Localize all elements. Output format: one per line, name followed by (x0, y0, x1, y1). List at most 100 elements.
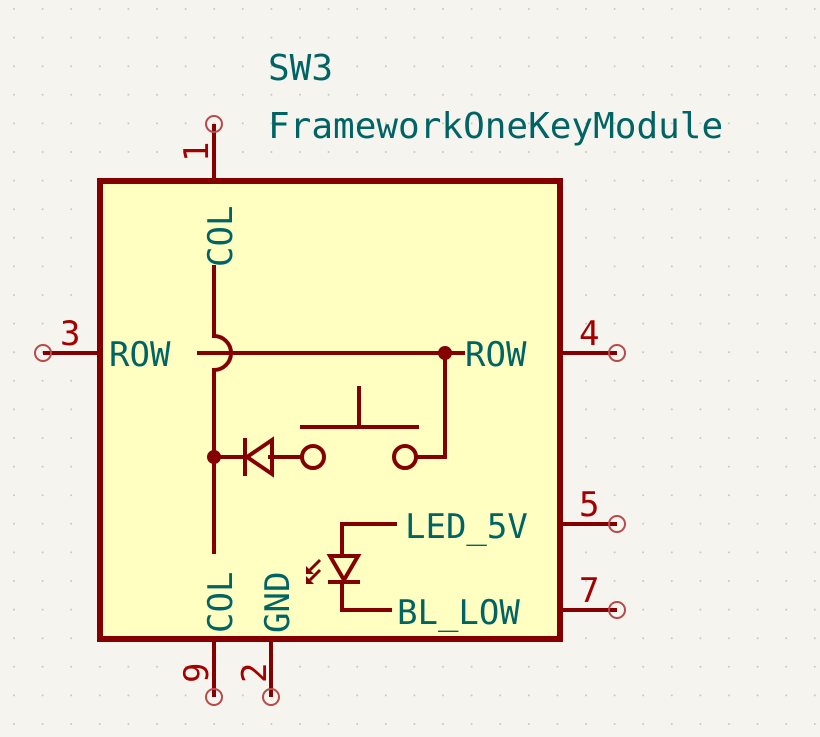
grid-dot (813, 580, 816, 582)
pin-5[interactable]: 5 LED_5V (405, 485, 626, 547)
grid-dot (70, 151, 73, 153)
grid-dot (670, 151, 673, 153)
grid-dot (241, 723, 244, 725)
grid-dot (728, 122, 730, 125)
grid-dot (499, 694, 502, 697)
grid-dot (756, 351, 759, 354)
grid-dot (642, 580, 645, 582)
grid-dot (585, 208, 587, 211)
grid-dot (813, 408, 816, 411)
grid-dot (413, 122, 416, 125)
pin-2-name: GND (258, 572, 298, 633)
grid-dot (13, 551, 15, 554)
pin-3-endpoint[interactable] (34, 344, 52, 362)
grid-dot (756, 694, 759, 697)
component-body[interactable] (97, 178, 563, 642)
pin-1[interactable]: 1 COL (177, 115, 241, 267)
grid-dot (699, 351, 702, 354)
grid-dot (413, 65, 416, 68)
grid-dot (728, 437, 730, 439)
grid-dot (70, 122, 73, 125)
grid-dot (413, 723, 416, 725)
grid-dot (527, 65, 530, 68)
grid-dot (642, 151, 645, 153)
grid-dot (699, 322, 702, 325)
grid-dot (785, 122, 788, 125)
pin-4-endpoint[interactable] (608, 344, 626, 362)
grid-dot (699, 179, 702, 182)
grid-dot (642, 8, 645, 10)
grid-dot (13, 694, 15, 697)
grid-dot (785, 608, 788, 611)
grid-dot (585, 265, 587, 268)
grid-dot (98, 665, 101, 668)
grid-dot (184, 151, 187, 153)
pin-5-endpoint[interactable] (608, 515, 626, 533)
grid-dot (41, 522, 44, 525)
pin-2-endpoint[interactable] (262, 688, 280, 706)
grid-dot (442, 122, 444, 125)
grid-dot (699, 93, 702, 96)
grid-dot (670, 179, 673, 182)
grid-dot (813, 379, 816, 382)
grid-dot (613, 437, 616, 439)
grid-dot (728, 551, 730, 554)
grid-dot (327, 723, 330, 725)
pin-5-name: LED_5V (405, 507, 528, 547)
component-reference[interactable]: SW3 (268, 48, 333, 89)
pin-7-endpoint[interactable] (608, 601, 626, 619)
grid-dot (813, 8, 816, 10)
grid-dot (41, 551, 44, 554)
grid-dot (41, 408, 44, 411)
grid-dot (270, 65, 273, 68)
pin-2[interactable]: 2 GND (235, 572, 298, 706)
component-value[interactable]: FrameworkOneKeyModule (268, 106, 723, 147)
grid-dot (356, 151, 359, 153)
grid-dot (41, 637, 44, 640)
grid-dot (813, 608, 816, 611)
grid-dot (70, 522, 73, 525)
grid-dot (327, 8, 330, 10)
grid-dot (470, 8, 473, 10)
junction-dot (438, 346, 452, 360)
grid-dot (156, 8, 158, 10)
grid-dot (70, 179, 73, 182)
grid-dot (299, 151, 301, 153)
grid-dot (728, 665, 730, 668)
grid-dot (785, 494, 788, 497)
grid-dot (527, 36, 530, 39)
grid-dot (670, 551, 673, 554)
grid-dot (642, 437, 645, 439)
grid-dot (756, 608, 759, 611)
grid-dot (470, 694, 473, 697)
grid-dot (585, 294, 587, 296)
grid-dot (756, 437, 759, 439)
grid-dot (41, 65, 44, 68)
pin-4[interactable]: 4 ROW (465, 314, 626, 375)
grid-dot (756, 179, 759, 182)
grid-dot (699, 694, 702, 697)
grid-dot (585, 437, 587, 439)
grid-dot (327, 122, 330, 125)
grid-dot (70, 580, 73, 582)
grid-dot (813, 665, 816, 668)
grid-dot (98, 36, 101, 39)
grid-dot (499, 665, 502, 668)
pin-9-endpoint[interactable] (205, 688, 223, 706)
grid-dot (785, 694, 788, 697)
grid-dot (470, 36, 473, 39)
grid-dot (642, 551, 645, 554)
grid-dot (384, 93, 387, 96)
grid-dot (756, 8, 759, 10)
pin-3[interactable]: 3 ROW (34, 314, 171, 375)
grid-dot (499, 36, 502, 39)
grid-dot (156, 665, 158, 668)
pin-1-endpoint[interactable] (205, 115, 223, 133)
pin-9[interactable]: 9 COL (177, 572, 241, 706)
grid-dot (98, 8, 101, 10)
grid-dot (13, 208, 15, 211)
pin-7[interactable]: 7 BL_LOW (397, 571, 626, 633)
grid-dot (13, 494, 15, 497)
grid-dot (41, 494, 44, 497)
grid-dot (785, 408, 788, 411)
